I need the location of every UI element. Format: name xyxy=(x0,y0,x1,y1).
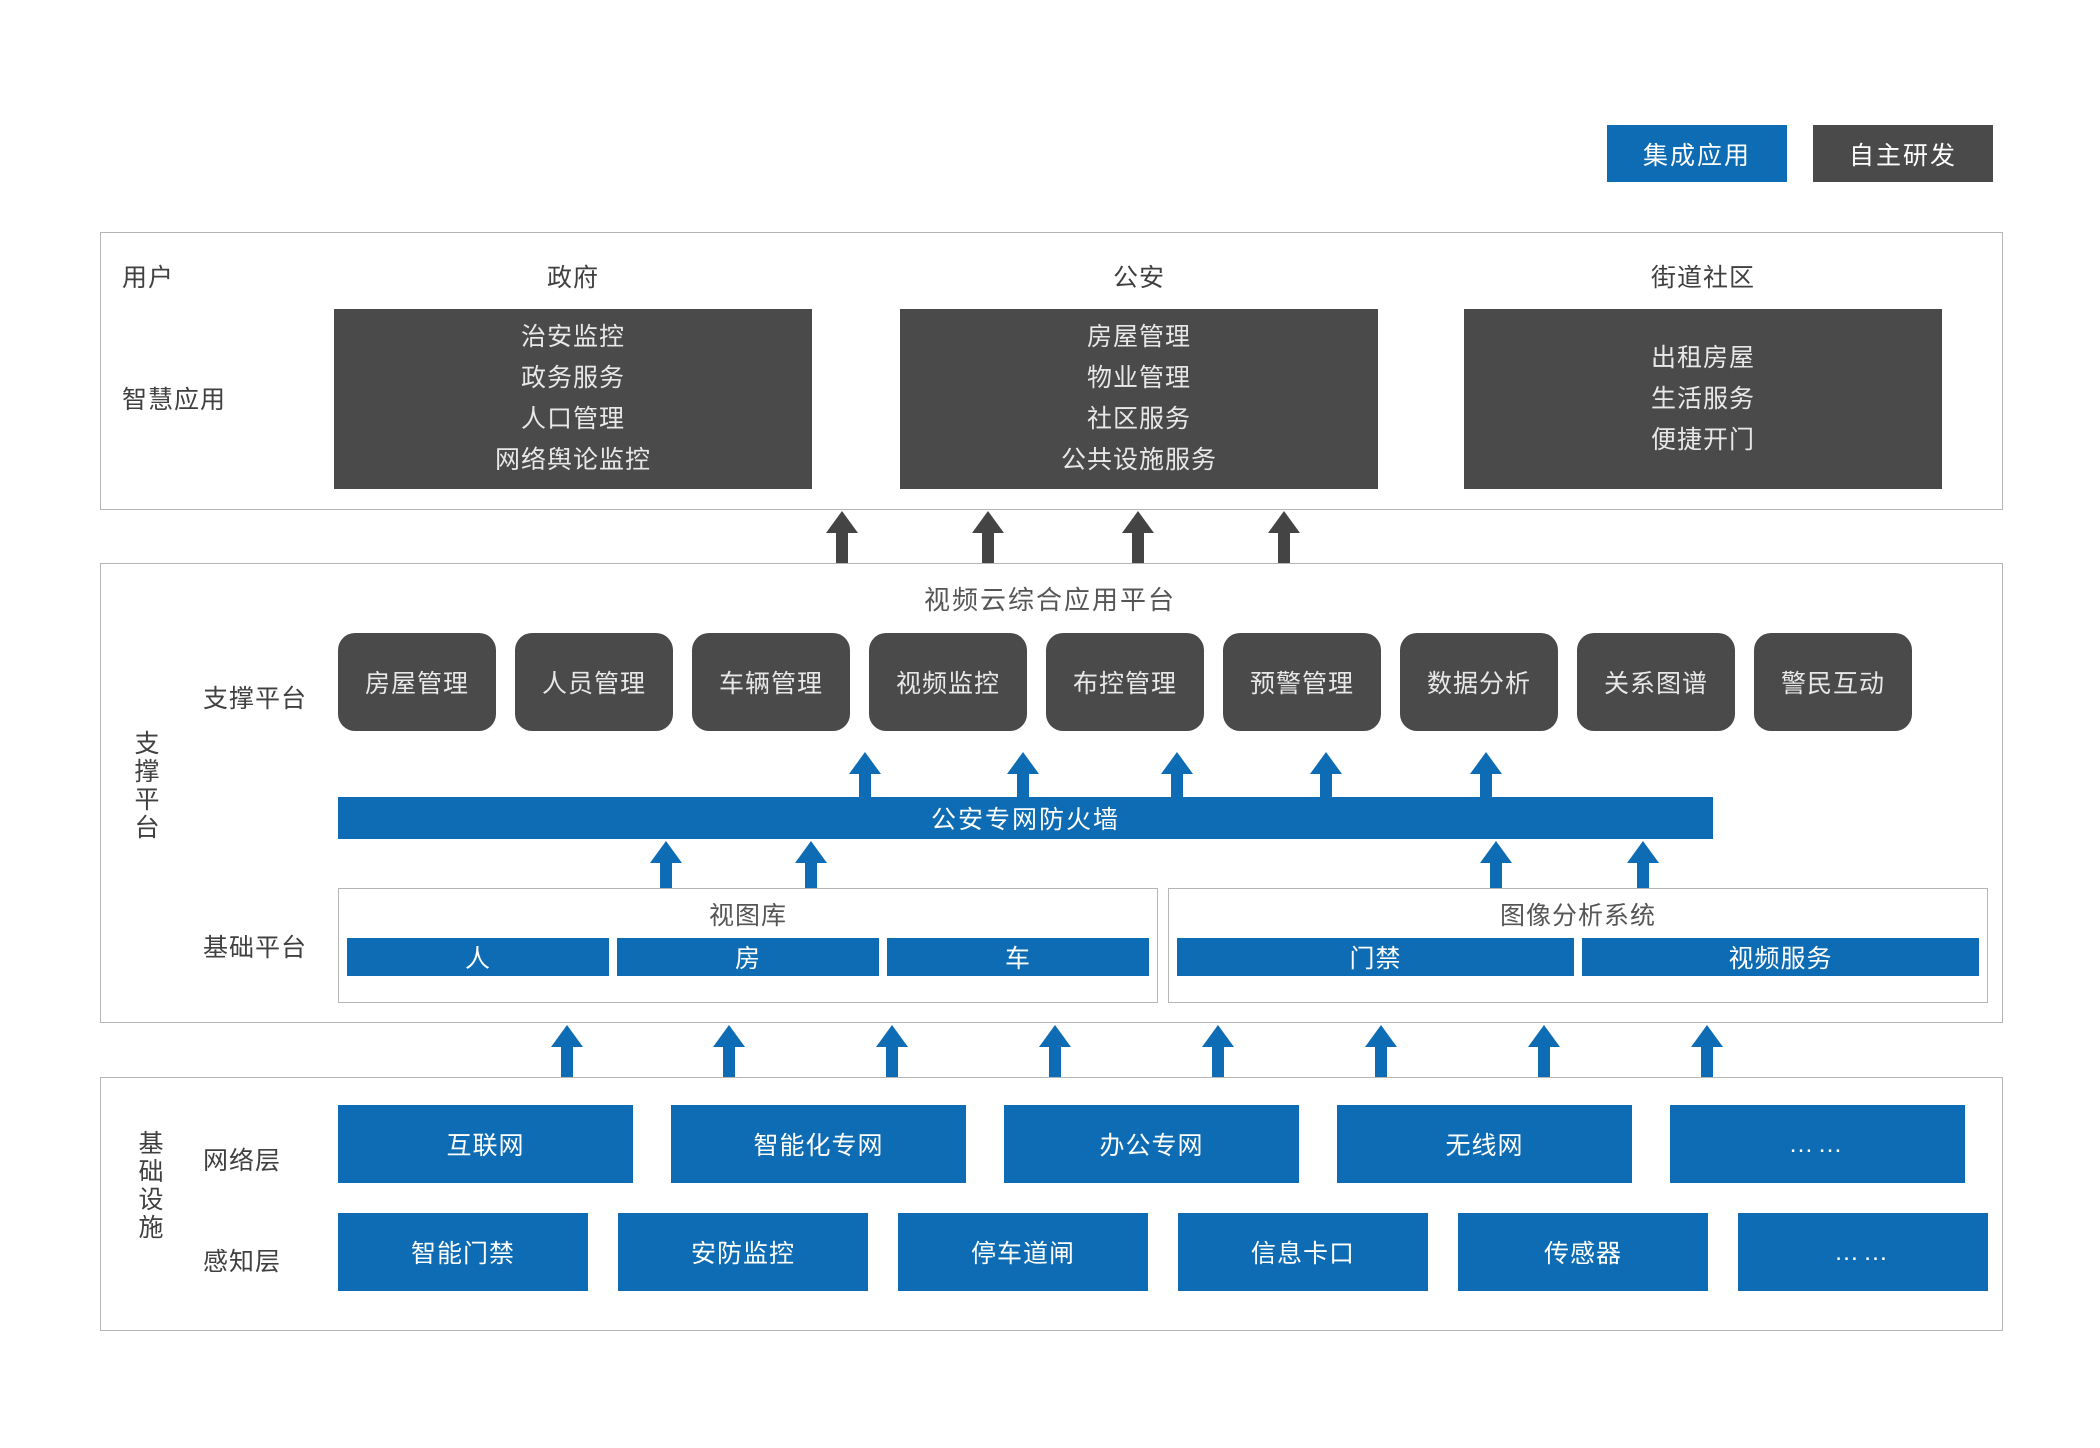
network-cell-intelligent-private-network[interactable]: 智能化专网 xyxy=(671,1105,966,1183)
network-cell-internet[interactable]: 互联网 xyxy=(338,1105,633,1183)
support-card-deployment-management[interactable]: 布控管理 xyxy=(1046,633,1204,731)
legend-item-self-developed: 自主研发 xyxy=(1813,125,1993,182)
base-item-access-control[interactable]: 门禁 xyxy=(1177,938,1574,976)
base-group-title: 图像分析系统 xyxy=(1499,902,1656,930)
legend: 集成应用 自主研发 xyxy=(1607,125,1993,182)
base-item-vehicle[interactable]: 车 xyxy=(887,938,1149,976)
app-item: 房屋管理 xyxy=(1086,323,1191,351)
row-label-user: 用户 xyxy=(122,264,175,292)
support-card-label: 视频监控 xyxy=(895,670,1000,698)
sensing-cell-label: 智能门禁 xyxy=(410,1240,515,1268)
sensing-cell-security-surveillance[interactable]: 安防监控 xyxy=(618,1213,868,1291)
app-item: 社区服务 xyxy=(1086,405,1191,433)
support-card-video-surveillance[interactable]: 视频监控 xyxy=(869,633,1027,731)
legend-item-integrated-application: 集成应用 xyxy=(1607,125,1787,182)
app-column-street-community: 街道社区 出租房屋 生活服务 便捷开门 xyxy=(1464,258,1942,489)
network-cell-office-private-network[interactable]: 办公专网 xyxy=(1004,1105,1299,1183)
app-column-box: 治安监控 政务服务 人口管理 网络舆论监控 xyxy=(334,309,812,489)
sensing-cell-parking-barrier[interactable]: 停车道闸 xyxy=(898,1213,1148,1291)
app-item: 出租房屋 xyxy=(1650,343,1755,372)
network-cell-label: 互联网 xyxy=(446,1132,525,1160)
base-group-items: 门禁 视频服务 xyxy=(1169,938,1987,984)
app-item: 便捷开门 xyxy=(1650,425,1755,454)
base-group-image-analysis-system: 图像分析系统 门禁 视频服务 xyxy=(1168,888,1988,1003)
network-layer-row: 互联网 智能化专网 办公专网 无线网 …… xyxy=(338,1105,1965,1183)
support-card-data-analysis[interactable]: 数据分析 xyxy=(1400,633,1558,731)
row-label-smart-application: 智慧应用 xyxy=(122,386,227,414)
base-item-label: 视频服务 xyxy=(1728,945,1833,973)
support-card-label: 关系图谱 xyxy=(1603,670,1708,698)
support-card-row: 房屋管理 人员管理 车辆管理 视频监控 布控管理 预警管理 数据分析 关系图谱 … xyxy=(338,633,1912,731)
app-item: 网络舆论监控 xyxy=(494,446,651,474)
network-cell-wireless-network[interactable]: 无线网 xyxy=(1337,1105,1632,1183)
base-item-label: 房 xyxy=(734,945,761,973)
app-column-title: 街道社区 xyxy=(1650,264,1755,292)
sensing-layer-row: 智能门禁 安防监控 停车道闸 信息卡口 传感器 …… xyxy=(338,1213,2018,1291)
network-cell-label: 智能化专网 xyxy=(753,1132,884,1160)
support-card-house-management[interactable]: 房屋管理 xyxy=(338,633,496,731)
support-card-label: 人员管理 xyxy=(541,670,646,698)
base-item-label: 车 xyxy=(1004,945,1031,973)
arrow-up-icon xyxy=(972,511,1004,563)
police-network-firewall-bar: 公安专网防火墙 xyxy=(338,797,1713,839)
support-card-label: 数据分析 xyxy=(1426,670,1531,698)
sensing-cell-label: 信息卡口 xyxy=(1250,1240,1355,1268)
row-label-support-platform: 支撑平台 xyxy=(203,685,308,713)
legend-label: 自主研发 xyxy=(1848,141,1957,170)
sensing-cell-sensor[interactable]: 传感器 xyxy=(1458,1213,1708,1291)
base-group-items: 人 房 车 xyxy=(339,938,1157,984)
app-column-title: 公安 xyxy=(1112,264,1165,292)
network-cell-label: 无线网 xyxy=(1445,1132,1524,1160)
support-card-vehicle-management[interactable]: 车辆管理 xyxy=(692,633,850,731)
support-card-label: 布控管理 xyxy=(1072,670,1177,698)
base-item-label: 门禁 xyxy=(1349,945,1402,973)
base-item-house[interactable]: 房 xyxy=(617,938,879,976)
app-column-box: 房屋管理 物业管理 社区服务 公共设施服务 xyxy=(900,309,1378,489)
sensing-cell-label: 传感器 xyxy=(1543,1240,1622,1268)
sensing-cell-more[interactable]: …… xyxy=(1738,1213,1988,1291)
arrow-up-icon xyxy=(826,511,858,563)
support-card-label: 车辆管理 xyxy=(718,670,823,698)
base-item-person[interactable]: 人 xyxy=(347,938,609,976)
arrow-up-icon xyxy=(1268,511,1300,563)
app-item: 政务服务 xyxy=(520,364,625,392)
network-cell-label: 办公专网 xyxy=(1099,1132,1204,1160)
sensing-cell-smart-access-control[interactable]: 智能门禁 xyxy=(338,1213,588,1291)
app-item: 物业管理 xyxy=(1086,364,1191,392)
row-label-network-layer: 网络层 xyxy=(203,1147,282,1175)
network-cell-label: …… xyxy=(1788,1129,1847,1158)
app-item: 公共设施服务 xyxy=(1060,446,1217,474)
support-card-police-public-interaction[interactable]: 警民互动 xyxy=(1754,633,1912,731)
support-card-label: 预警管理 xyxy=(1249,670,1354,698)
arrow-up-icon xyxy=(1122,511,1154,563)
sensing-cell-label: …… xyxy=(1834,1237,1892,1266)
base-item-video-service[interactable]: 视频服务 xyxy=(1582,938,1979,976)
app-column-title: 政府 xyxy=(546,264,599,292)
base-group-view-library: 视图库 人 房 车 xyxy=(338,888,1158,1003)
legend-label: 集成应用 xyxy=(1642,141,1751,170)
support-card-relationship-graph[interactable]: 关系图谱 xyxy=(1577,633,1735,731)
section-side-label-infrastructure: 基础设施 xyxy=(135,1130,163,1242)
sensing-cell-information-checkpoint[interactable]: 信息卡口 xyxy=(1178,1213,1428,1291)
app-item: 治安监控 xyxy=(520,323,625,351)
support-card-label: 房屋管理 xyxy=(364,670,469,698)
support-card-personnel-management[interactable]: 人员管理 xyxy=(515,633,673,731)
row-label-sensing-layer: 感知层 xyxy=(203,1248,282,1276)
app-column-public-security: 公安 房屋管理 物业管理 社区服务 公共设施服务 xyxy=(900,258,1378,489)
app-item: 生活服务 xyxy=(1650,384,1755,413)
row-label-base-platform: 基础平台 xyxy=(203,934,308,962)
sensing-cell-label: 停车道闸 xyxy=(970,1240,1075,1268)
app-column-box: 出租房屋 生活服务 便捷开门 xyxy=(1464,309,1942,489)
support-card-label: 警民互动 xyxy=(1780,670,1885,698)
section-side-label-support-platform: 支撑平台 xyxy=(131,730,159,842)
firewall-label: 公安专网防火墙 xyxy=(930,806,1120,834)
base-group-title: 视图库 xyxy=(708,902,787,930)
network-cell-more[interactable]: …… xyxy=(1670,1105,1965,1183)
video-cloud-platform-title: 视频云综合应用平台 xyxy=(923,585,1176,615)
sensing-cell-label: 安防监控 xyxy=(690,1240,795,1268)
app-item: 人口管理 xyxy=(520,405,625,433)
app-column-government: 政府 治安监控 政务服务 人口管理 网络舆论监控 xyxy=(334,258,812,489)
base-item-label: 人 xyxy=(464,945,491,973)
support-card-early-warning-management[interactable]: 预警管理 xyxy=(1223,633,1381,731)
